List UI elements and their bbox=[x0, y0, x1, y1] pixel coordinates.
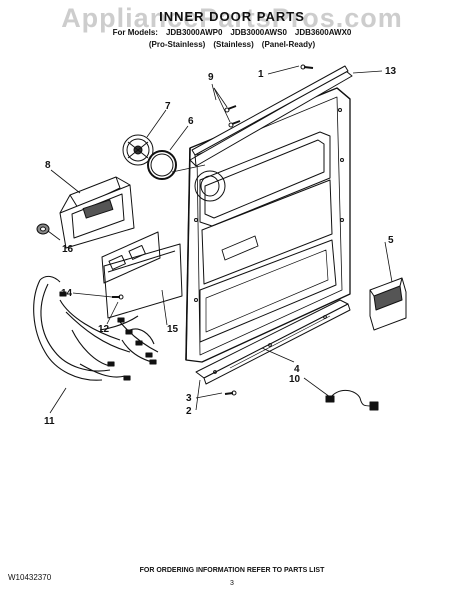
page-number: 3 bbox=[230, 580, 234, 587]
document-number: W10432370 bbox=[8, 573, 52, 582]
callout-15: 15 bbox=[167, 324, 179, 335]
power-cord bbox=[325, 390, 379, 411]
callout-10: 10 bbox=[289, 374, 301, 385]
watermark: AppliancePartsPros.com bbox=[61, 3, 403, 33]
callout-8: 8 bbox=[45, 160, 51, 171]
callout-7: 7 bbox=[165, 101, 171, 112]
control-board bbox=[101, 231, 161, 284]
callout-1: 1 bbox=[258, 69, 264, 80]
model-number: JDB3000AWS0 bbox=[230, 28, 287, 37]
model-number: JDB3000AWP0 bbox=[165, 28, 223, 37]
version-list: (Pro-Stainless) (Stainless) (Panel-Ready) bbox=[0, 40, 464, 49]
model-version: (Stainless) bbox=[213, 40, 254, 49]
callout-13: 13 bbox=[385, 66, 397, 77]
callout-2: 2 bbox=[186, 406, 192, 417]
control-console bbox=[59, 176, 135, 249]
model-number: JDB3600AWX0 bbox=[294, 28, 352, 37]
ordering-note: FOR ORDERING INFORMATION REFER TO PARTS … bbox=[139, 567, 325, 574]
screw-set bbox=[224, 64, 314, 128]
model-version: (Panel-Ready) bbox=[261, 40, 316, 49]
model-version: (Pro-Stainless) bbox=[148, 40, 206, 49]
callout-numbers: 1 2 3 4 5 6 7 8 9 10 11 12 13 14 15 16 bbox=[44, 66, 397, 427]
callout-16: 16 bbox=[62, 244, 74, 255]
bottom-trim bbox=[195, 299, 351, 385]
callout-9: 9 bbox=[208, 72, 214, 83]
leader-lines bbox=[47, 65, 393, 414]
wire-harness bbox=[33, 275, 159, 381]
callout-14: 14 bbox=[61, 288, 73, 299]
model-list: For Models: JDB3000AWP0 JDB3000AWS0 JDB3600… bbox=[0, 28, 464, 37]
hinge-bracket bbox=[369, 277, 407, 331]
callout-5: 5 bbox=[388, 235, 394, 246]
board-screw bbox=[112, 294, 124, 300]
dispenser-cap bbox=[122, 134, 154, 166]
models-prefix: For Models: bbox=[112, 28, 158, 37]
callout-12: 12 bbox=[98, 324, 110, 335]
selector-knob bbox=[36, 223, 50, 235]
board-housing bbox=[103, 243, 183, 319]
inner-door-panel bbox=[185, 87, 351, 363]
dispenser-gasket bbox=[147, 150, 177, 180]
callout-11: 11 bbox=[44, 416, 55, 427]
callout-3: 3 bbox=[186, 393, 192, 404]
diagram-title: INNER DOOR PARTS bbox=[159, 9, 305, 24]
callout-4: 4 bbox=[294, 364, 300, 375]
trim-screw bbox=[224, 390, 237, 396]
vent-part bbox=[189, 65, 353, 167]
callout-6: 6 bbox=[188, 116, 194, 127]
